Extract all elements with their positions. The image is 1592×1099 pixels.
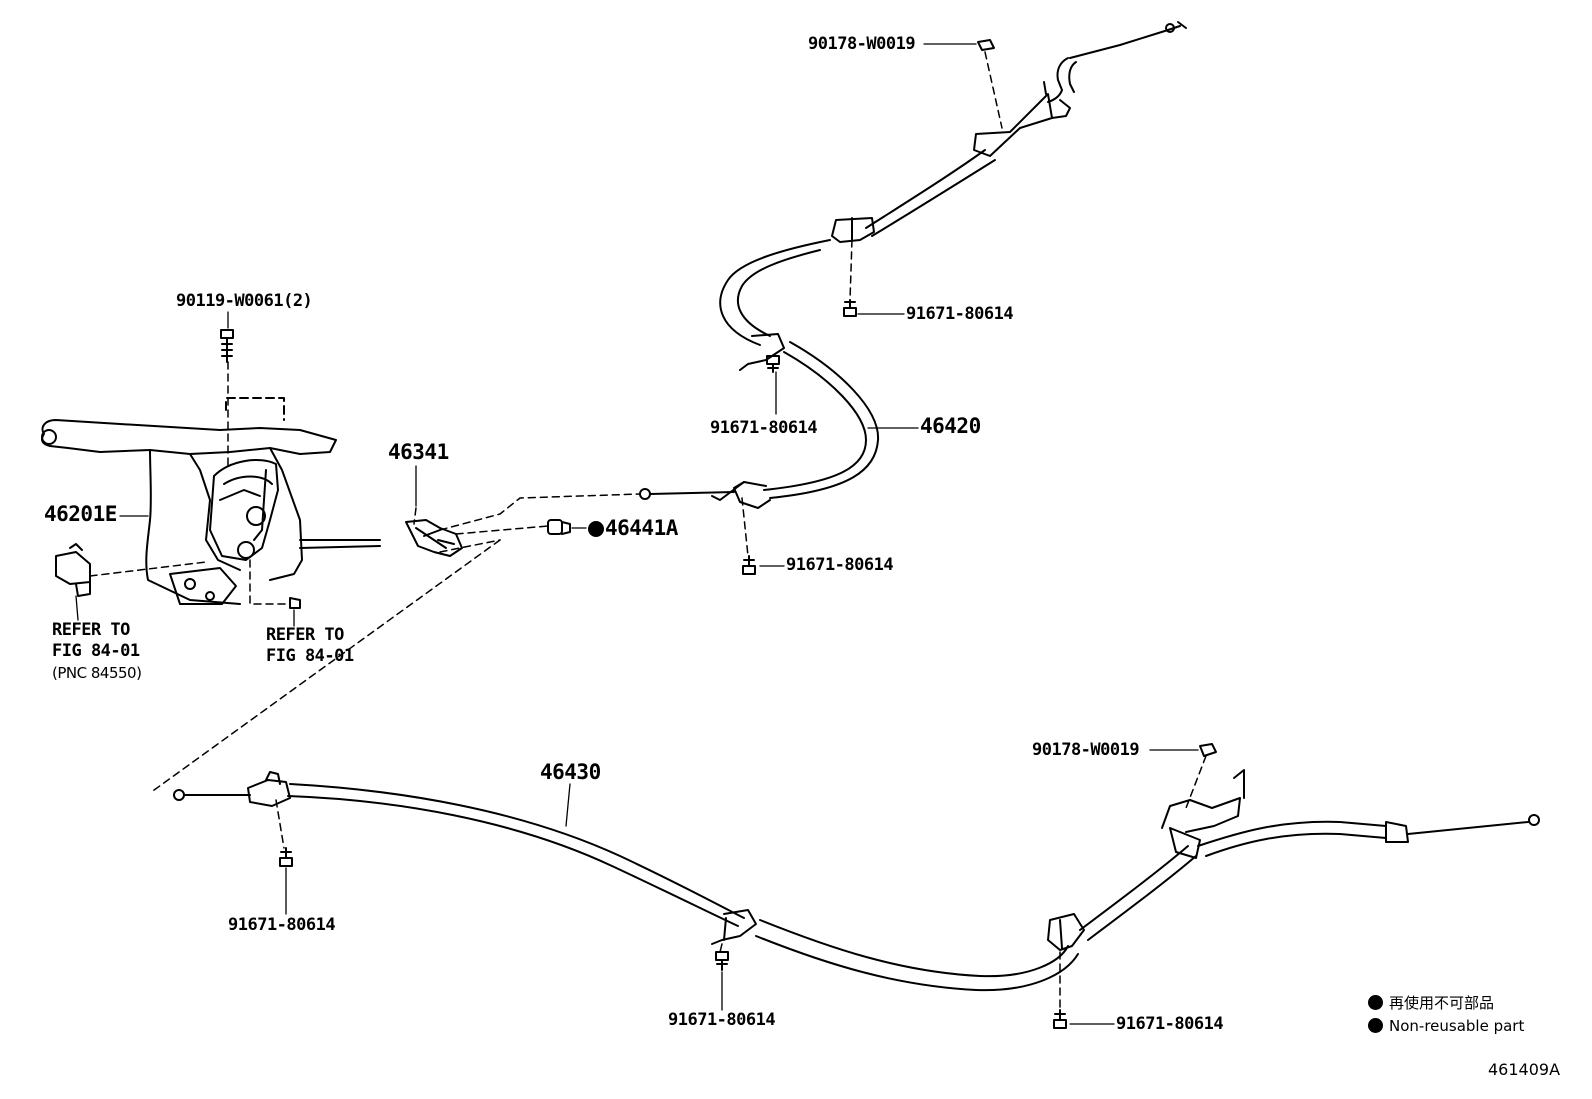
bolts [220, 39, 1217, 1029]
refer-left-line1: REFER TO [52, 620, 130, 640]
label-bolt-bottom-right: 91671-80614 [1116, 1014, 1224, 1034]
label-bolt-upper-clamp: 91671-80614 [906, 304, 1014, 324]
refer-mid-line2: FIG 84-01 [266, 646, 354, 666]
nut-46441a-shape [547, 519, 571, 535]
figure-id: 461409A [1488, 1060, 1561, 1079]
label-cable-46430: 46430 [540, 760, 601, 784]
cable-46430 [173, 769, 1540, 992]
cable-46420 [639, 21, 1187, 509]
label-bolt-bottom-mid: 91671-80614 [668, 1010, 776, 1030]
lever-assembly-46201e [41, 419, 381, 605]
non-reusable-marker [588, 521, 604, 537]
refer-left-line3: (PNC 84550) [52, 664, 142, 682]
refer-left-line2: FIG 84-01 [52, 641, 140, 661]
legend-english-text: Non-reusable part [1389, 1017, 1525, 1035]
label-cable-46420: 46420 [920, 414, 981, 438]
label-bolt-bottom-left: 91671-80614 [228, 915, 336, 935]
legend-japanese: 再使用不可部品 [1368, 992, 1494, 1013]
guide-lines [89, 51, 1207, 1011]
legend-english: Non-reusable part [1368, 1017, 1524, 1035]
label-bolt-mid-clamp: 91671-80614 [710, 418, 818, 438]
legend-japanese-text: 再使用不可部品 [1389, 994, 1495, 1012]
leader-lines [75, 43, 1199, 1025]
legend-dot [1368, 995, 1383, 1010]
label-nut-top: 90178-W0019 [808, 34, 916, 54]
label-nut-46441a: 46441A [605, 516, 678, 540]
label-nut-bottom: 90178-W0019 [1032, 740, 1140, 760]
label-lever-46201e: 46201E [44, 502, 117, 526]
equalizer-46341 [405, 519, 463, 557]
label-equalizer-46341: 46341 [388, 440, 449, 464]
bracket-84550 [55, 543, 91, 597]
label-bolt-lever: 90119-W0061(2) [176, 291, 313, 311]
legend-dot [1368, 1018, 1383, 1033]
label-bolt-equalizer-clamp: 91671-80614 [786, 555, 894, 575]
refer-mid-line1: REFER TO [266, 625, 344, 645]
